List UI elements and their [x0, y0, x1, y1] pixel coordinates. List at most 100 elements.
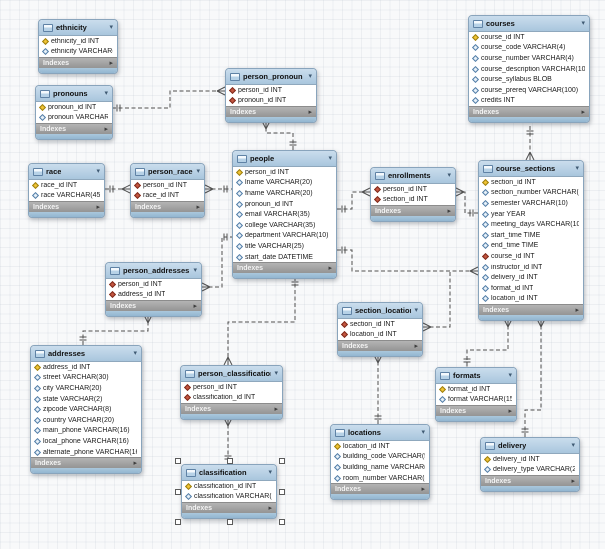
indexes-section[interactable]: Indexes▸ [131, 201, 204, 213]
column-row[interactable]: course_number VARCHAR(4) [469, 53, 589, 64]
column-row[interactable]: fname VARCHAR(20) [233, 188, 336, 199]
expand-indexes-icon[interactable]: ▸ [196, 203, 200, 211]
indexes-section[interactable]: Indexes▸ [29, 201, 104, 213]
collapse-arrow-icon[interactable]: ▾ [196, 168, 200, 175]
relationship-race-person_race[interactable] [105, 184, 131, 194]
column-row[interactable]: course_description VARCHAR(100) [469, 64, 589, 75]
column-row[interactable]: state VARCHAR(2) [31, 394, 141, 405]
expand-indexes-icon[interactable]: ▸ [571, 477, 575, 485]
relationship-pronouns-person_pronoun[interactable] [112, 86, 226, 112]
column-row[interactable]: person_id INT [181, 382, 282, 393]
column-row[interactable]: pronoun_id INT [226, 96, 316, 107]
selection-handle[interactable] [227, 519, 233, 526]
relationship-course_sections-delivery[interactable] [521, 318, 546, 437]
column-row[interactable]: start_date DATETIME [233, 252, 336, 263]
table-header-person_pronoun[interactable]: person_pronoun▾ [226, 69, 316, 85]
column-row[interactable]: format VARCHAR(15) [436, 395, 516, 406]
collapse-arrow-icon[interactable]: ▾ [575, 165, 579, 172]
selection-handle[interactable] [175, 519, 181, 526]
collapse-arrow-icon[interactable]: ▾ [508, 372, 512, 379]
column-row[interactable]: person_id INT [226, 85, 316, 96]
column-row[interactable]: section_id INT [338, 319, 422, 330]
expand-indexes-icon[interactable]: ▸ [133, 459, 137, 467]
column-row[interactable]: alternate_phone VARCHAR(16) [31, 447, 141, 458]
relationship-courses-course_sections[interactable] [525, 126, 535, 161]
table-header-ethnicity[interactable]: ethnicity▾ [39, 20, 117, 36]
relationship-person_race-people[interactable] [204, 184, 232, 194]
relationship-course_sections-formats[interactable] [463, 318, 513, 367]
expand-indexes-icon[interactable]: ▸ [508, 407, 512, 415]
column-row[interactable]: course_code VARCHAR(4) [469, 43, 589, 54]
column-row[interactable]: meeting_days VARCHAR(10) [479, 219, 583, 230]
column-row[interactable]: email VARCHAR(35) [233, 209, 336, 220]
indexes-section[interactable]: Indexes▸ [31, 457, 141, 469]
column-row[interactable]: format_id INT [436, 384, 516, 395]
selection-handle[interactable] [227, 458, 233, 464]
column-row[interactable]: lname VARCHAR(20) [233, 178, 336, 189]
collapse-arrow-icon[interactable]: ▾ [274, 370, 278, 377]
collapse-arrow-icon[interactable]: ▾ [308, 73, 312, 80]
expand-indexes-icon[interactable]: ▸ [447, 207, 451, 215]
table-header-people[interactable]: people▾ [233, 151, 336, 167]
column-row[interactable]: race_id INT [29, 180, 104, 191]
indexes-section[interactable]: Indexes▸ [331, 483, 429, 495]
relationship-person_addresses-people[interactable] [201, 233, 232, 292]
column-row[interactable]: person_id INT [233, 167, 336, 178]
column-row[interactable]: pronoun_id INT [36, 102, 112, 113]
table-header-classification[interactable]: classification▾ [182, 465, 276, 481]
column-row[interactable]: ethnicity_id INT [39, 36, 117, 47]
table-header-person_addresses[interactable]: person_addresses▾ [106, 263, 201, 279]
collapse-arrow-icon[interactable]: ▾ [571, 442, 575, 449]
expand-indexes-icon[interactable]: ▸ [193, 302, 197, 310]
collapse-arrow-icon[interactable]: ▾ [414, 307, 418, 314]
indexes-section[interactable]: Indexes▸ [106, 300, 201, 312]
relationship-people-person_classifications[interactable] [223, 277, 299, 366]
column-row[interactable]: race VARCHAR(45) [29, 191, 104, 202]
column-row[interactable]: year YEAR [479, 209, 583, 220]
table-header-addresses[interactable]: addresses▾ [31, 346, 141, 362]
collapse-arrow-icon[interactable]: ▾ [421, 429, 425, 436]
collapse-arrow-icon[interactable]: ▾ [328, 155, 332, 162]
expand-indexes-icon[interactable]: ▸ [414, 342, 418, 350]
column-row[interactable]: classification VARCHAR(10) [182, 492, 276, 503]
column-row[interactable]: person_id INT [131, 180, 204, 191]
indexes-section[interactable]: Indexes▸ [36, 123, 112, 135]
table-header-courses[interactable]: courses▾ [469, 16, 589, 32]
table-header-enrollments[interactable]: enrollments▾ [371, 168, 455, 184]
table-header-formats[interactable]: formats▾ [436, 368, 516, 384]
indexes-section[interactable]: Indexes▸ [233, 262, 336, 274]
relationship-people-enrollments[interactable] [337, 187, 371, 213]
collapse-arrow-icon[interactable]: ▾ [447, 172, 451, 179]
relationship-section_location-locations[interactable] [373, 354, 383, 424]
column-row[interactable]: location_id INT [331, 441, 429, 452]
column-row[interactable]: building_name VARCHAR(45) [331, 462, 429, 473]
relationship-section_location-course_sections[interactable] [422, 271, 451, 332]
column-row[interactable]: section_number VARCHAR(5) [479, 188, 583, 199]
expand-indexes-icon[interactable]: ▸ [268, 504, 272, 512]
column-row[interactable]: pronoun_id INT [233, 199, 336, 210]
selection-handle[interactable] [175, 488, 181, 495]
indexes-section[interactable]: Indexes▸ [371, 205, 455, 217]
indexes-section[interactable]: Indexes▸ [469, 106, 589, 118]
expand-indexes-icon[interactable]: ▸ [308, 108, 312, 116]
expand-indexes-icon[interactable]: ▸ [104, 125, 108, 133]
column-row[interactable]: main_phone VARCHAR(16) [31, 426, 141, 437]
column-row[interactable]: course_id INT [469, 32, 589, 43]
expand-indexes-icon[interactable]: ▸ [421, 485, 425, 493]
column-row[interactable]: course_syllabus BLOB [469, 74, 589, 85]
column-row[interactable]: college VARCHAR(35) [233, 220, 336, 231]
column-row[interactable]: person_id INT [106, 279, 201, 290]
column-row[interactable]: street VARCHAR(30) [31, 373, 141, 384]
indexes-section[interactable]: Indexes▸ [436, 405, 516, 417]
